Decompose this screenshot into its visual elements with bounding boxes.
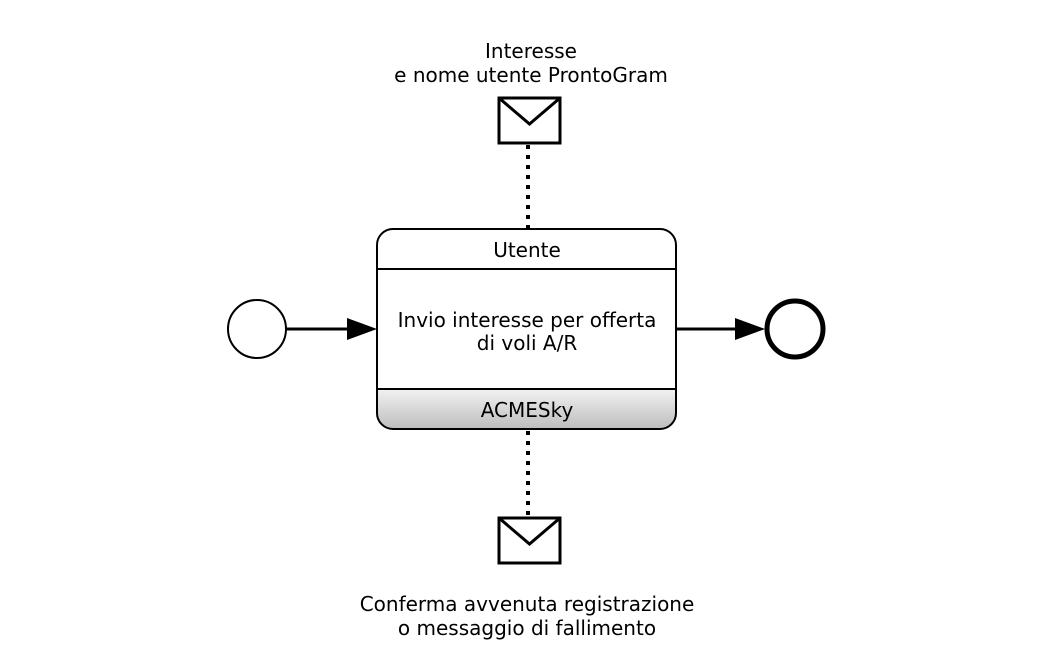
start-event[interactable]	[227, 299, 287, 359]
receiving-participant-label: ACMESky	[481, 398, 574, 422]
initiating-participant-label: Utente	[493, 238, 561, 262]
end-event[interactable]	[764, 298, 826, 360]
task-name-line1: Invio interesse per offerta	[398, 308, 657, 332]
task-name-line2: di voli A/R	[477, 331, 578, 355]
return-message-label-line1: Conferma avvenuta registrazione	[360, 592, 695, 616]
choreography-task[interactable]: Utente Invio interesse per offerta di vo…	[376, 228, 677, 430]
sequence-flow-task-to-end	[677, 318, 765, 340]
incoming-message-envelope-icon[interactable]	[497, 96, 562, 145]
receiving-participant-band	[377, 389, 676, 429]
incoming-message-label-line1: Interesse	[485, 39, 577, 63]
sequence-flow-start-to-task	[286, 318, 377, 340]
incoming-message-label-line2: e nome utente ProntoGram	[394, 63, 668, 87]
return-message-envelope-icon[interactable]	[497, 516, 562, 565]
return-message-label-line2: o messaggio di fallimento	[398, 616, 656, 640]
